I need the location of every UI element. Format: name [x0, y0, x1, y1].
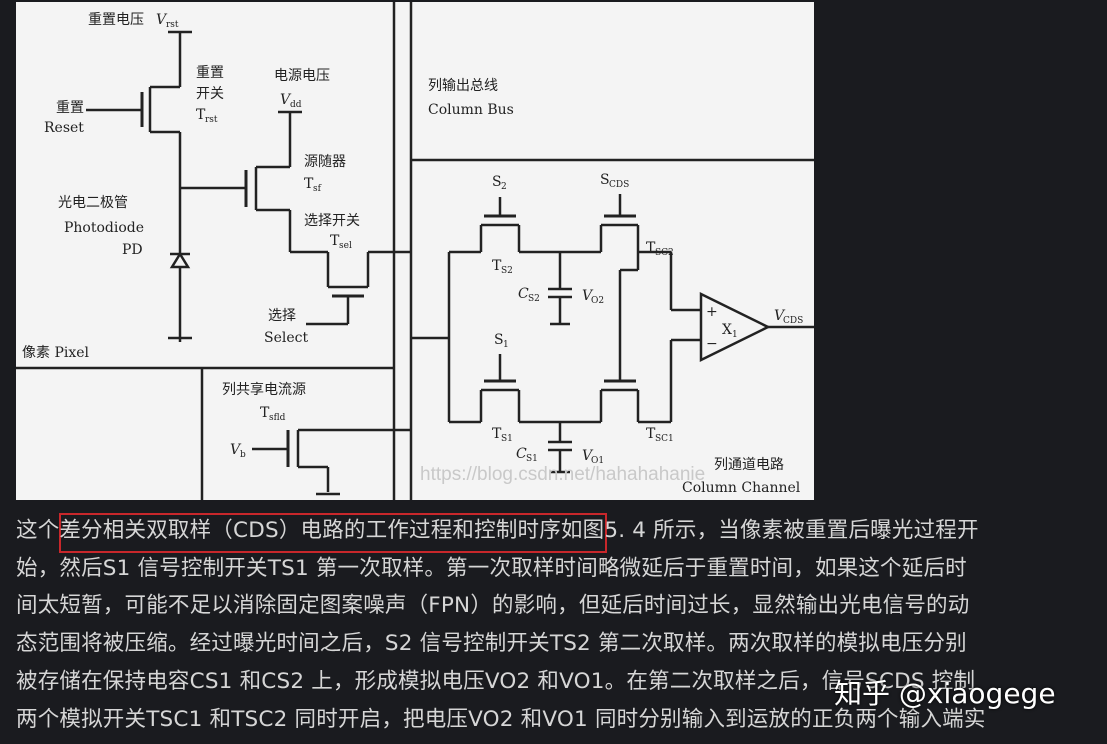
paragraph-line: 这个差分相关双取样（CDS）电路的工作过程和控制时序如图5. 4 所示，当像素被…	[16, 518, 979, 543]
label-s2: S	[492, 174, 502, 190]
label-column-channel-en: Column Channel	[682, 480, 801, 496]
label-vcds-sub: CDS	[783, 316, 803, 326]
label-tsfld-sub: sfld	[269, 413, 286, 423]
label-plus: +	[706, 304, 718, 320]
label-reset-switch2: 开关	[196, 86, 224, 102]
label-tsc1-sub: SC1	[655, 434, 674, 444]
label-trst-sub: rst	[205, 115, 218, 125]
label-s1-sub: 1	[503, 340, 509, 350]
label-trst: T	[196, 107, 206, 123]
label-tsc1: T	[646, 426, 656, 442]
label-s1: S	[494, 332, 504, 348]
label-x1: X	[722, 322, 732, 338]
label-vcds: V	[774, 308, 786, 324]
label-s2-sub: 2	[501, 182, 507, 192]
circuit-labels: 重置电压 V rst 重置 开关 T rst 重置 Reset 电源电压 V d…	[22, 12, 803, 496]
label-reset-en: Reset	[44, 120, 84, 136]
label-source-follower: 源随器	[304, 154, 346, 170]
label-select-switch: 选择开关	[304, 213, 360, 229]
label-tsfld: T	[260, 405, 270, 421]
label-ts2-sub: S2	[501, 266, 513, 276]
paragraph-line: 两个模拟开关TSC1 和TSC2 同时开启，把电压VO2 和VO1 同时分别输入…	[16, 706, 986, 732]
label-vo1: V	[582, 448, 594, 464]
label-tsf-sub: sf	[313, 184, 322, 194]
label-ts2: T	[492, 258, 502, 274]
label-vb: V	[230, 442, 242, 458]
label-reset-cn: 重置	[56, 100, 84, 116]
label-reset-switch: 重置	[196, 65, 224, 81]
label-vdd-sub: dd	[290, 100, 302, 110]
label-select-en: Select	[264, 330, 308, 346]
label-cs1-sub: S1	[526, 454, 538, 464]
label-vb-sub: b	[240, 450, 246, 460]
article-paragraph: 这个差分相关双取样（CDS）电路的工作过程和控制时序如图5. 4 所示，当像素被…	[16, 512, 1096, 738]
cds-circuit-figure: 重置电压 V rst 重置 开关 T rst 重置 Reset 电源电压 V d…	[16, 2, 814, 500]
label-current-source: 列共享电流源	[222, 381, 306, 398]
label-vo2: V	[582, 288, 594, 304]
label-cs2-sub: S2	[528, 294, 540, 304]
csdn-watermark: https://blog.csdn.net/hahahahanie	[420, 464, 705, 485]
paragraph-line: 始，然后S1 信号控制开关TS1 第一次取样。第一次取样时间略微延后于重置时间，…	[16, 555, 967, 581]
label-cs1: C	[516, 446, 527, 462]
label-photodiode-en: Photodiode	[64, 220, 144, 236]
circuit-wires	[16, 2, 814, 500]
label-pd: PD	[122, 242, 143, 258]
label-select-cn: 选择	[268, 308, 296, 324]
label-scds-sub: CDS	[609, 180, 629, 190]
label-column-channel-cn: 列通道电路	[714, 457, 784, 473]
label-cs2: C	[518, 286, 529, 302]
paragraph-line: 态范围将被压缩。经过曝光时间之后，S2 信号控制开关TS2 第二次取样。两次取样…	[16, 631, 967, 657]
label-power-voltage: 电源电压	[274, 68, 330, 84]
zhihu-watermark: 知乎 @xiaogege	[834, 677, 1056, 710]
label-pixel: 像素 Pixel	[22, 345, 90, 361]
label-tsc2-sub: SC2	[655, 248, 674, 258]
paragraph-line: 间太短暂，可能不足以消除固定图案噪声（FPN）的影响，但延后时间过长，显然输出光…	[16, 593, 970, 619]
label-reset-voltage: 重置电压	[88, 12, 144, 28]
label-column-bus-cn: 列输出总线	[428, 78, 498, 94]
label-tsf: T	[304, 176, 314, 192]
label-vo1-sub: O1	[591, 456, 604, 466]
label-ts1-sub: S1	[501, 434, 513, 444]
paragraph-line: 被存储在保持电容CS1 和CS2 上，形成模拟电压VO2 和VO1。在第二次取样…	[16, 668, 976, 694]
label-x1-sub: 1	[732, 330, 738, 340]
label-vdd: V	[280, 92, 292, 108]
label-vrst-sub: rst	[166, 20, 179, 30]
label-tsel: T	[330, 233, 340, 249]
label-minus: −	[706, 336, 718, 352]
label-vo2-sub: O2	[591, 296, 604, 306]
label-tsel-sub: sel	[339, 241, 352, 251]
highlight-box	[59, 513, 607, 553]
label-photodiode-cn: 光电二极管	[58, 195, 128, 211]
label-ts1: T	[492, 426, 502, 442]
label-scds: S	[600, 172, 610, 188]
label-vrst: V	[156, 12, 168, 28]
circuit-diagram: 重置电压 V rst 重置 开关 T rst 重置 Reset 电源电压 V d…	[16, 2, 814, 500]
label-tsc2: T	[646, 240, 656, 256]
label-column-bus-en: Column Bus	[428, 102, 514, 118]
